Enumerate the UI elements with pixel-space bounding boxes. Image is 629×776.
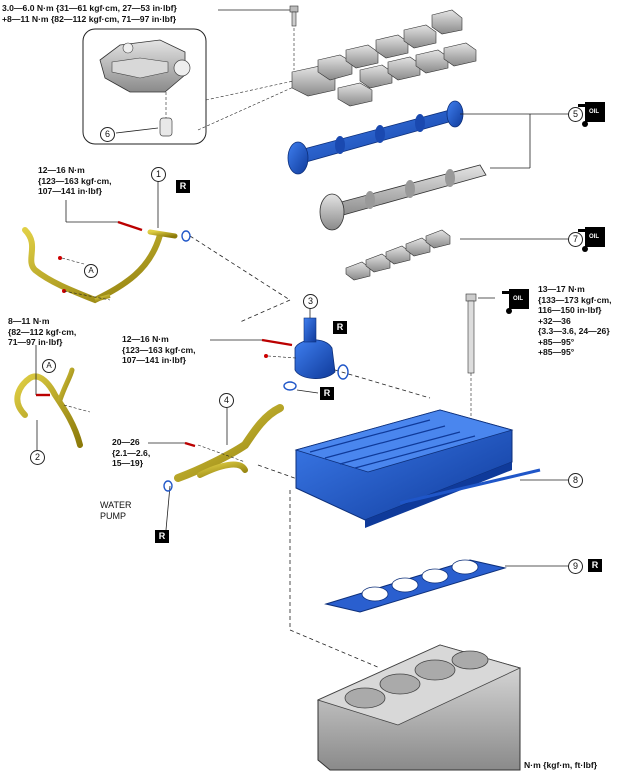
torque-spec-pipe1: 12—16 N·m {123—163 kgf·cm, 107—141 in·lb… [38,165,112,196]
callout-4: 4 [219,393,234,408]
oil-leaders [460,113,568,240]
cylinder-head [294,409,568,528]
oil-label: OIL [589,109,599,115]
callout-6: 6 [100,127,115,142]
water-pump-label: WATER PUMP [100,500,132,521]
callout-8: 8 [568,473,583,488]
callout-5: 5 [568,107,583,122]
torque-spec-pipe4: 20—26 {2.1—2.6, 15—19} [112,437,151,468]
cylinder-block [289,490,522,771]
o-ring [181,230,191,242]
oil-can-icon [578,227,605,252]
cap-bolt [218,5,299,70]
reference-marker-a: A [84,264,98,278]
callout-2: 2 [30,450,45,465]
inset-detail-box [82,28,299,145]
callout-1: 1 [151,167,166,182]
camshaft-caps-lower [345,229,451,281]
water-pipe-1 [22,180,291,323]
oil-can-icon [578,102,605,127]
water-pipe-2 [14,345,91,450]
head-bolt [465,293,495,420]
o-ring [163,480,173,492]
units-label: N·m {kgf·m, ft·lbf} [524,760,598,770]
replace-badge: R [333,321,347,334]
callout-9: 9 [568,559,583,574]
torque-spec-thermostat: 12—16 N·m {123—163 kgf·cm, 107—141 in·lb… [122,334,196,365]
o-ring [283,364,349,394]
torque-spec-pipe2: 8—11 N·m {82—112 kgf·cm, 71—97 in·lbf} [8,316,77,347]
exhaust-camshaft [287,100,464,175]
replace-badge: R [320,387,334,400]
reference-marker-a: A [42,359,56,373]
intake-camshaft [319,164,487,231]
oil-can-icon [502,289,529,314]
thermostat-housing [210,308,431,399]
head-gasket [324,559,568,613]
oil-label: OIL [589,234,599,240]
replace-badge: R [588,559,602,572]
replace-badge: R [155,530,169,543]
water-pipe-4 [148,404,301,531]
oil-label: OIL [513,296,523,302]
torque-spec-head-bolt: 13—17 N·m {133—173 kgf·cm, 116—150 in·lb… [538,284,612,357]
replace-badge: R [176,180,190,193]
callout-7: 7 [568,232,583,247]
camshaft-caps-upper [291,9,477,107]
torque-spec-cap-bolt: 3.0—6.0 N·m {31—61 kgf·cm, 27—53 in·lbf}… [2,3,177,24]
callout-3: 3 [303,294,318,309]
